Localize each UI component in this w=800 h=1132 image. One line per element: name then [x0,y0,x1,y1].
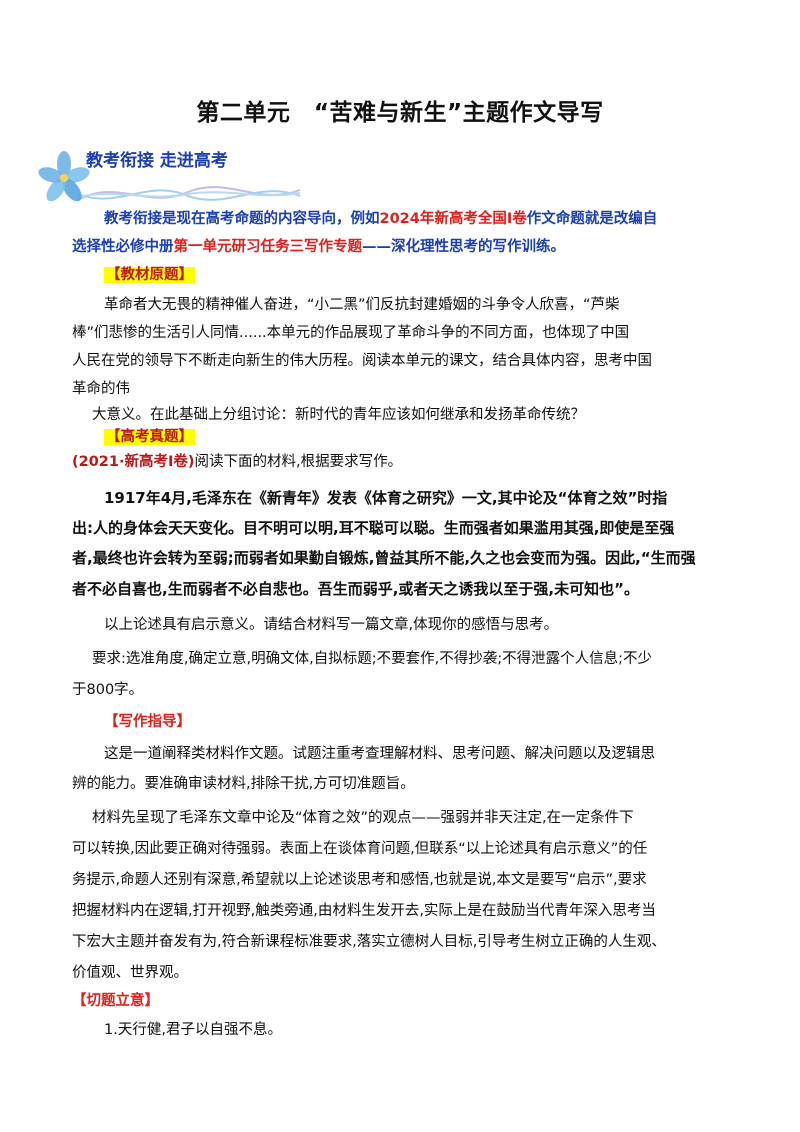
material-line: 出:人的身体会天天变化。目不明可以明,耳不聪可以聪。生而强者如果滥用其强,即使是… [72,519,675,537]
material-line: 1917年4月,毛泽东在《新青年》发表《体育之研究》一文,其中论及“体育之效”时… [104,489,668,507]
exam-source-line: (2021·新高考Ⅰ卷)阅读下面的材料,根据要求写作。 [72,448,402,476]
exam-requirement: 要求:选准角度,确定立意,明确文体,自拟标题;不要套作,不得抄袭;不得泄露个人信… [92,651,652,667]
exam-prompt: 以上论述具有启示意义。请结合材料写一篇文章,体现你的感悟与思考。 [104,617,559,633]
theme-label: 【切题立意】 [72,993,159,1009]
exam-source: (2021·新高考Ⅰ卷) [72,454,195,470]
theme-item: 1.天行健,君子以自强不息。 [104,1022,282,1038]
textbook-line: 棒”们悲惨的生活引人同情......本单元的作品展现了革命斗争的不同方面，也体现… [72,325,630,341]
textbook-line: 人民在党的领导下不断走向新生的伟大历程。阅读本单元的课文，结合具体内容，思考中国 [72,353,652,369]
textbook-line: 革命者大无畏的精神催人奋进，“小二黑”们反抗封建婚姻的斗争令人欣喜，“芦柴 [104,297,620,313]
exam-instruction: 阅读下面的材料,根据要求写作。 [194,454,403,470]
section-heading: 教考衔接 走进高考 [86,151,228,171]
intro-text: ——深化理性思考的写作训练。 [362,239,565,255]
guide-line: 务提示,命题人还别有深意,希望就以上论述谈思考和感悟,也就是说,本文是要写“启示… [72,872,647,888]
guide-label: 【写作指导】 [104,714,191,730]
guide-line: 辨的能力。要准确审读材料,排除干扰,方可切准题旨。 [72,776,415,792]
intro-text: 教考衔接是现在高考命题的内容导向，例如 [104,211,380,227]
textbook-line: 大意义。在此基础上分组讨论：新时代的青年应该如何继承和发扬革命传统？ [92,407,585,423]
textbook-label: 【教材原题】 [104,267,195,283]
intro-text: 选择性必修中册 [72,239,174,255]
guide-line: 这是一道阐释类材料作文题。试题注重考查理解材料、思考问题、解决问题以及逻辑思 [104,746,655,762]
guide-line: 材料先呈现了毛泽东文章中论及“体育之效”的观点——强弱并非天注定,在一定条件下 [92,810,634,826]
intro-task-ref: 第一单元研习任务三写作专题 [173,239,363,255]
textbook-line: 革命的伟 [72,381,130,397]
exam-label: 【高考真题】 [104,429,195,445]
material-line: 者,最终也许会转为至弱;而弱者如果勤自锻炼,曾益其所不能,久之也会变而为强。因此… [72,549,696,567]
exam-requirement: 于800字。 [72,682,144,698]
material-line: 者不必自喜也,生而弱者不必自悲也。吾生而弱乎,或者天之诱我以至于强,未可知也”。 [72,580,639,598]
guide-line: 可以转换,因此要正确对待强弱。表面上在谈体育问题,但联系“以上论述具有启示意义”… [72,841,648,857]
intro-line-2: 选择性必修中册第一单元研习任务三写作专题——深化理性思考的写作训练。 [72,233,565,261]
guide-line: 价值观、世界观。 [72,965,188,981]
wave-ribbon-icon [77,186,301,201]
guide-line: 把握材料内在逻辑,打开视野,触类旁通,由材料生发开去,实际上是在鼓励当代青年深入… [72,903,656,919]
intro-text: 作文命题就是改编自 [526,211,658,227]
flower-icon [38,151,301,202]
page-title: 第二单元 “苦难与新生”主题作文导写 [196,100,604,126]
intro-exam-ref: 2024年新高考全国Ⅰ卷 [379,211,527,227]
guide-line: 下宏大主题并奋发有为,符合新课程标准要求,落实立德树人目标,引导考生树立正确的人… [72,934,666,950]
intro-line-1: 教考衔接是现在高考命题的内容导向，例如2024年新高考全国Ⅰ卷作文命题就是改编自 [104,205,657,233]
